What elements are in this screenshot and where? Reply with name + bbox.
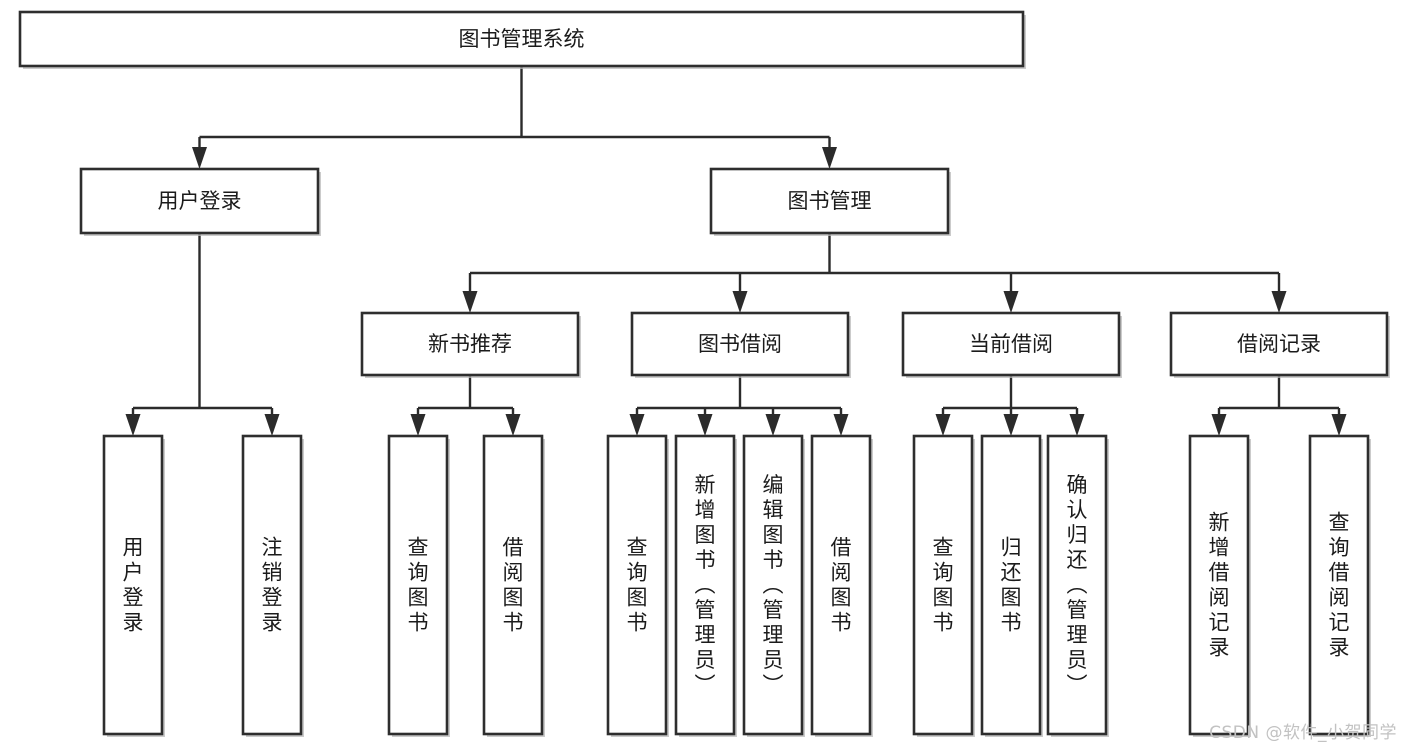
node-n_record[interactable]: 借阅记录 <box>1169 311 1390 378</box>
edge-group-n_current <box>935 375 1085 436</box>
node-box[interactable] <box>674 434 736 736</box>
edge-group-n_record <box>1211 375 1347 436</box>
node-label: 图书借阅 <box>698 332 782 356</box>
node-label: 查询图书 <box>408 536 429 635</box>
node-label: 用户登录 <box>158 189 242 213</box>
node-l_user_login[interactable]: 用户登录 <box>102 434 165 737</box>
node-n_current[interactable]: 当前借阅 <box>901 311 1122 378</box>
edge-group-n_borrow <box>629 375 849 436</box>
node-label: 新增借阅记录 <box>1209 511 1230 660</box>
node-label: 归还图书 <box>1001 536 1022 635</box>
node-box[interactable] <box>18 10 1025 68</box>
node-box[interactable] <box>980 434 1042 736</box>
node-l_bo_edit[interactable]: 编辑图书︵管理员︶ <box>742 434 805 737</box>
edge-group-n_book_mgmt <box>462 233 1287 313</box>
node-label: 查询图书 <box>933 536 954 635</box>
node-box[interactable] <box>912 434 974 736</box>
node-box[interactable] <box>630 311 850 377</box>
node-box[interactable] <box>901 311 1121 377</box>
node-label: 用户登录 <box>123 536 144 635</box>
node-box[interactable] <box>709 167 950 235</box>
node-box[interactable] <box>1308 434 1370 736</box>
node-label: 图书管理系统 <box>459 27 585 51</box>
node-box[interactable] <box>241 434 303 736</box>
node-l_rc_query[interactable]: 查询借阅记录 <box>1308 434 1371 737</box>
node-label: 当前借阅 <box>969 332 1053 356</box>
node-label: 查询借阅记录 <box>1329 511 1350 660</box>
node-label: 新增图书︵管理员︶ <box>695 473 716 697</box>
node-box[interactable] <box>387 434 449 736</box>
node-label: 新书推荐 <box>428 332 512 356</box>
nodes-layer: 图书管理系统用户登录图书管理新书推荐图书借阅当前借阅借阅记录用户登录注销登录查询… <box>18 10 1390 737</box>
node-n_user_login[interactable]: 用户登录 <box>79 167 321 236</box>
node-box[interactable] <box>482 434 544 736</box>
edge-group-n_user_login <box>125 233 280 436</box>
node-label: 确认归还︵管理员︶ <box>1067 473 1088 697</box>
node-label: 借阅图书 <box>831 536 852 635</box>
node-box[interactable] <box>102 434 164 736</box>
watermark-label: CSDN @软件_小贺同学 <box>1209 723 1397 743</box>
node-box[interactable] <box>810 434 872 736</box>
node-l_bo_query[interactable]: 查询图书 <box>606 434 669 737</box>
node-label: 图书管理 <box>788 189 872 213</box>
node-n_borrow[interactable]: 图书借阅 <box>630 311 851 378</box>
node-l_cu_confirm[interactable]: 确认归还︵管理员︶ <box>1046 434 1109 737</box>
node-l_cu_return[interactable]: 归还图书 <box>980 434 1043 737</box>
node-label: 借阅图书 <box>503 536 524 635</box>
edge-group-root <box>192 66 837 169</box>
node-l_rc_add[interactable]: 新增借阅记录 <box>1188 434 1251 737</box>
node-root[interactable]: 图书管理系统 <box>18 10 1026 69</box>
node-l_bo_add[interactable]: 新增图书︵管理员︶ <box>674 434 737 737</box>
node-box[interactable] <box>606 434 668 736</box>
node-l_cu_query[interactable]: 查询图书 <box>912 434 975 737</box>
node-l_nb_borrow[interactable]: 借阅图书 <box>482 434 545 737</box>
node-l_bo_borrow[interactable]: 借阅图书 <box>810 434 873 737</box>
node-label: 借阅记录 <box>1237 332 1321 356</box>
edges-layer <box>125 66 1347 436</box>
node-box[interactable] <box>1169 311 1389 377</box>
node-box[interactable] <box>1046 434 1108 736</box>
node-box[interactable] <box>360 311 580 377</box>
edge-group-n_new_book <box>410 375 521 436</box>
node-label: 查询图书 <box>627 536 648 635</box>
node-l_logout[interactable]: 注销登录 <box>241 434 304 737</box>
node-label: 注销登录 <box>262 536 283 635</box>
node-box[interactable] <box>79 167 320 235</box>
node-l_nb_query[interactable]: 查询图书 <box>387 434 450 737</box>
node-box[interactable] <box>1188 434 1250 736</box>
node-label: 编辑图书︵管理员︶ <box>763 473 784 697</box>
node-n_new_book[interactable]: 新书推荐 <box>360 311 581 378</box>
node-box[interactable] <box>742 434 804 736</box>
node-n_book_mgmt[interactable]: 图书管理 <box>709 167 951 236</box>
